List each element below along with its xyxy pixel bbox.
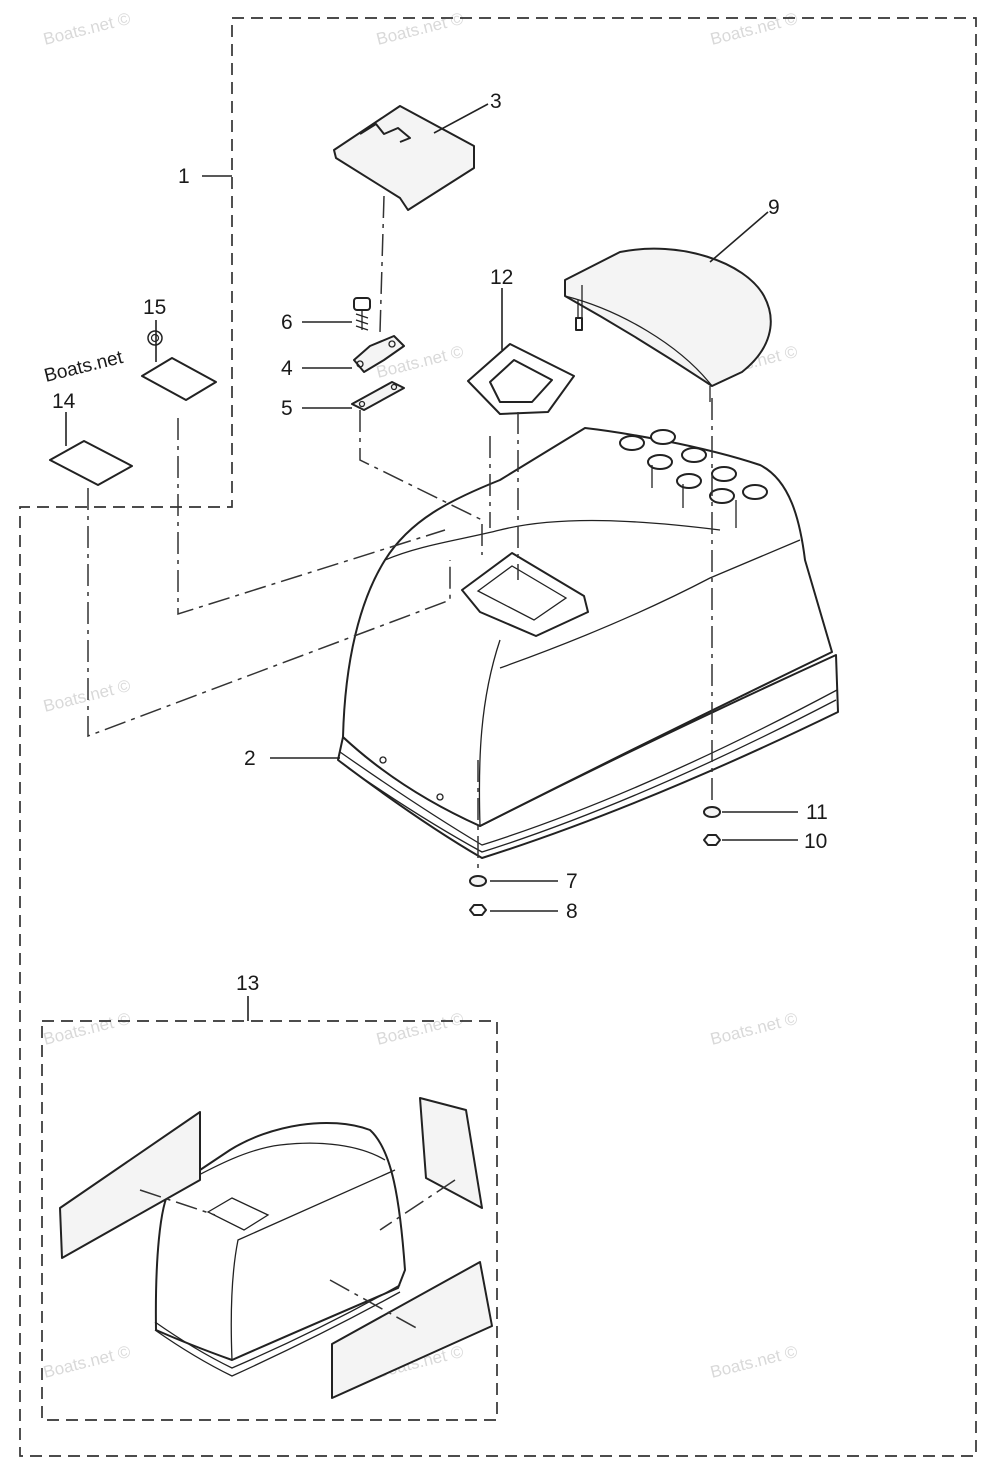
decal-left [59, 1111, 201, 1259]
callout-4: 4 [281, 357, 293, 380]
label-15 [141, 357, 217, 401]
callout-13: 13 [236, 972, 259, 995]
watermark: Boats.net © [41, 9, 132, 49]
watermark: Boats.net © [374, 9, 465, 49]
brand-mark: Boats.net [42, 347, 126, 387]
top-cowling [337, 427, 839, 859]
watermark: Boats.net © [41, 1009, 132, 1049]
rear-cover-plate [333, 105, 475, 211]
callout-1: 1 [178, 165, 190, 188]
callout-8: 8 [566, 900, 578, 923]
callout-9: 9 [768, 196, 780, 219]
callout-3: 3 [490, 90, 502, 113]
latch-hardware [351, 297, 405, 411]
assembly-lines [87, 195, 713, 874]
cowl-bosses [619, 429, 768, 528]
decal-right-lower [331, 1261, 493, 1399]
decal-kit-illustration [59, 1097, 493, 1399]
fasteners [469, 806, 721, 916]
watermark: Boats.net © [708, 1342, 799, 1382]
label-14 [49, 440, 133, 486]
callout-5: 5 [281, 397, 293, 420]
callout-10: 10 [804, 830, 827, 853]
watermark: Boats.net © [708, 1009, 799, 1049]
callout-14: 14 [52, 390, 76, 413]
watermark: Boats.net © [41, 676, 132, 716]
callout-11: 11 [806, 801, 828, 824]
callout-15: 15 [143, 296, 166, 319]
grille-insert [467, 343, 575, 415]
watermark: Boats.net © [708, 9, 799, 49]
callout-12: 12 [490, 266, 513, 289]
decal-right-upper [419, 1097, 483, 1209]
callout-2: 2 [244, 747, 256, 770]
copyright-icon [147, 330, 163, 346]
callout-7: 7 [566, 870, 578, 893]
watermark: Boats.net © [374, 1009, 465, 1049]
watermark: Boats.net © [41, 1342, 132, 1382]
front-cover [564, 247, 772, 402]
assembly-boundary [19, 17, 977, 1457]
callout-6: 6 [281, 311, 293, 334]
callouts: 1 2 3 4 5 6 7 8 9 10 11 12 13 14 15 [52, 90, 828, 995]
leaders [65, 103, 798, 1021]
decal-kit-boundary [41, 1020, 498, 1421]
